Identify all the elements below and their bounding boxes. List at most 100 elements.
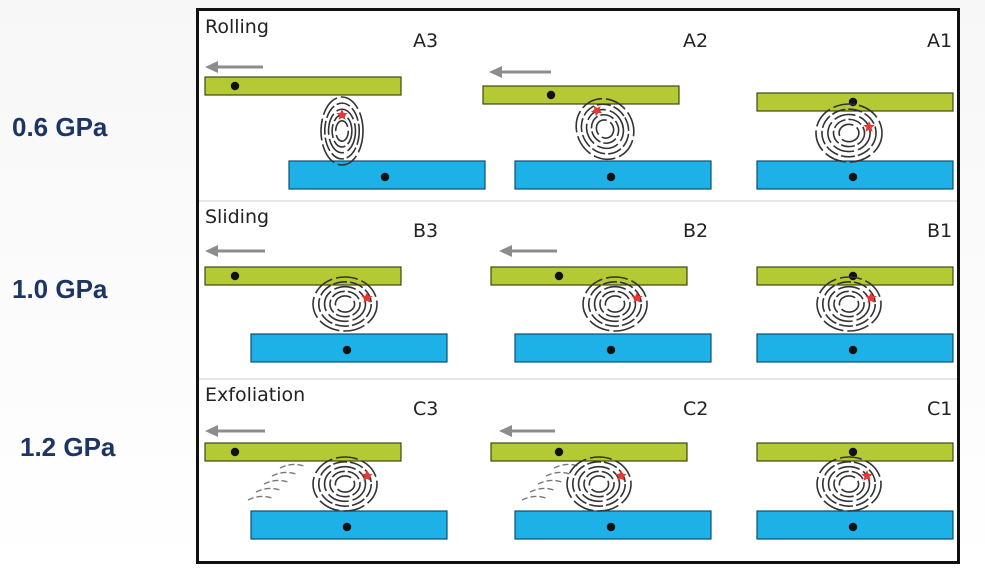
red-star-marker xyxy=(865,292,877,303)
particle-layer xyxy=(838,295,860,313)
panel-c3: C3 xyxy=(204,398,448,540)
particle xyxy=(816,276,882,332)
panel-c1: C1 xyxy=(756,398,954,540)
red-star-marker xyxy=(361,470,373,481)
particle-layer xyxy=(571,461,627,507)
particle-layer xyxy=(323,285,367,323)
particle-layer xyxy=(577,465,621,503)
particle-layer xyxy=(566,456,632,512)
particle-layer xyxy=(821,461,877,507)
row-mode-label: Rolling xyxy=(205,16,269,38)
plate-dot xyxy=(606,172,616,182)
particle-layer xyxy=(323,102,361,160)
particle-layer xyxy=(329,470,361,498)
red-star-marker xyxy=(631,292,643,303)
particle xyxy=(320,96,364,166)
upper-plate xyxy=(204,442,402,462)
particle-layer xyxy=(587,281,643,327)
plate-dot xyxy=(848,271,858,281)
panel-id-label: A2 xyxy=(683,30,708,52)
left-arrow-icon xyxy=(499,245,512,257)
particle-layer xyxy=(821,108,877,158)
particle-layer xyxy=(593,285,637,323)
particle-layer xyxy=(580,103,630,155)
pressure-label-high: 1.2 GPa xyxy=(20,432,116,462)
fragment xyxy=(521,495,547,501)
fragment xyxy=(263,479,289,485)
plate-dot xyxy=(554,447,564,457)
panel-a2: A2 xyxy=(482,30,712,190)
particle-layer xyxy=(312,456,378,512)
panel-b2: B2 xyxy=(490,220,712,363)
upper-plate xyxy=(490,266,688,286)
particle-layer xyxy=(816,456,882,512)
plate-dot xyxy=(554,271,564,281)
particle-layer xyxy=(582,276,648,332)
pressure-label-low: 0.6 GPa xyxy=(12,112,108,142)
particle-layer xyxy=(323,465,367,503)
particle xyxy=(575,97,635,161)
panel-a1: A1 xyxy=(756,30,954,190)
left-arrow-icon xyxy=(205,245,218,257)
upper-plate xyxy=(204,76,402,96)
particle-layer xyxy=(575,97,635,161)
plate-dot xyxy=(342,345,352,355)
panel-id-label: B3 xyxy=(413,220,438,242)
plate-dot xyxy=(848,522,858,532)
red-star-marker xyxy=(861,470,873,481)
particle-layer xyxy=(832,118,866,148)
particle-layer xyxy=(320,96,364,166)
panel-id-label: B2 xyxy=(683,220,708,242)
particle xyxy=(815,103,883,163)
exfoliation-fragments xyxy=(247,463,305,501)
particle-layer xyxy=(595,119,615,139)
red-star-marker xyxy=(863,121,875,132)
panel-c2: C2 xyxy=(490,398,712,540)
plate-dot xyxy=(606,522,616,532)
particle-layer xyxy=(827,285,871,323)
particle-layer xyxy=(827,113,871,153)
red-star-marker xyxy=(615,470,627,481)
upper-plate xyxy=(204,266,402,286)
particle-layer xyxy=(833,290,865,318)
plate-dot xyxy=(230,271,240,281)
particle xyxy=(312,456,378,512)
red-star-marker xyxy=(361,292,373,303)
fragment xyxy=(271,471,297,477)
fragment xyxy=(545,471,571,477)
particle-layer xyxy=(334,475,356,493)
pressure-label-mid: 1.0 GPa xyxy=(12,274,108,304)
particle-layer xyxy=(833,470,865,498)
particle-layer xyxy=(334,120,350,142)
panel-b3: B3 xyxy=(204,220,448,363)
upper-plate xyxy=(482,85,680,105)
particle-layer xyxy=(329,290,361,318)
panel-id-label: A3 xyxy=(413,30,438,52)
particle-layer xyxy=(827,465,871,503)
particle xyxy=(312,276,378,332)
particle-layer xyxy=(334,295,356,313)
plate-dot xyxy=(230,447,240,457)
fragment xyxy=(279,463,305,469)
panel-a3: A3 xyxy=(204,30,486,190)
fragment xyxy=(255,487,281,493)
particle-layer xyxy=(816,276,882,332)
panel-id-label: A1 xyxy=(927,30,952,52)
panel-id-label: C2 xyxy=(683,398,708,420)
particle xyxy=(816,456,882,512)
particle-layer xyxy=(604,295,626,313)
left-arrow-icon xyxy=(489,66,502,78)
fragment xyxy=(529,487,555,493)
plate-dot xyxy=(606,345,616,355)
plate-dot xyxy=(848,345,858,355)
particle-layer xyxy=(821,281,877,327)
particle xyxy=(582,276,648,332)
panel-id-label: C1 xyxy=(927,398,952,420)
particle-layer xyxy=(317,281,373,327)
particle-layer xyxy=(583,470,615,498)
panel-id-label: C3 xyxy=(413,398,438,420)
